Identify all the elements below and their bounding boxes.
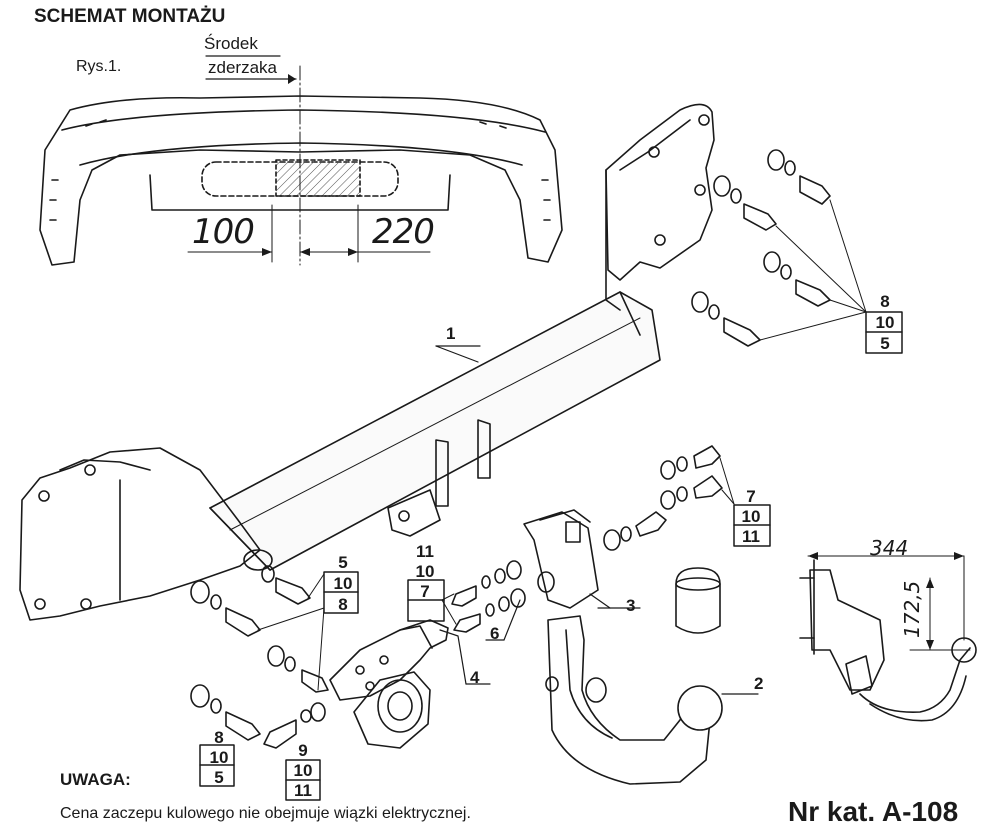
dimension-right-offset: 220 [372, 212, 435, 252]
bumper-outline [39, 95, 563, 266]
right-mounting-bracket [605, 103, 715, 311]
bolts-top-right [691, 149, 903, 354]
fastener-number: 10 [209, 748, 229, 767]
fastener-number: 8 [880, 292, 890, 311]
fastener-number: 11 [742, 527, 760, 546]
bolts-left [190, 565, 359, 801]
tow-bar-beam [209, 291, 661, 571]
note-title: UWAGA: [60, 770, 131, 789]
fastener-number: 5 [214, 768, 224, 787]
fastener-number: 10 [293, 761, 313, 780]
note-text: Cena zaczepu kulowego nie obejmuje wiązk… [60, 805, 471, 822]
fastener-number: 11 [294, 781, 312, 800]
ball-mount-brackets [387, 419, 491, 537]
dimension-left-offset: 100 [192, 212, 255, 252]
part-label-socket-bracket: 3 [626, 596, 636, 615]
socket-plate-and-socket [329, 619, 491, 749]
fastener-number: 5 [338, 553, 348, 572]
diagram-title: SCHEMAT MONTAŻU [34, 6, 226, 27]
tow-ball-neck [545, 567, 759, 785]
bumper-center-label-line2: zderzaka [208, 58, 277, 77]
part-label-beam: 1 [446, 324, 456, 343]
ball-socket-bracket [523, 509, 641, 609]
fastener-number: 10 [875, 313, 895, 332]
catalog-number: Nr kat. A-108 [788, 796, 959, 827]
bolts-right [603, 445, 771, 551]
part-label-ball: 2 [754, 674, 764, 693]
fastener-number: 10 [415, 562, 435, 581]
bumper-center-label-line1: Środek [204, 34, 258, 53]
fastener-number: 10 [741, 507, 761, 526]
bumper-center-line [187, 55, 431, 266]
fastener-number: 7 [420, 582, 430, 601]
fastener-number: 10 [333, 574, 353, 593]
left-mounting-bracket [19, 447, 261, 621]
fastener-number: 8 [214, 728, 224, 747]
fastener-number: 5 [880, 334, 890, 353]
fastener-number: 7 [746, 487, 756, 506]
fastener-number: 8 [338, 595, 348, 614]
bolts-middle [407, 560, 526, 641]
fastener-number: 9 [298, 741, 308, 760]
part-label-socket-plate: 4 [470, 668, 480, 687]
side-view [799, 552, 977, 722]
figure-label: Rys.1. [76, 58, 122, 75]
fastener-number: 11 [416, 542, 434, 561]
part-label-6: 6 [490, 624, 500, 643]
